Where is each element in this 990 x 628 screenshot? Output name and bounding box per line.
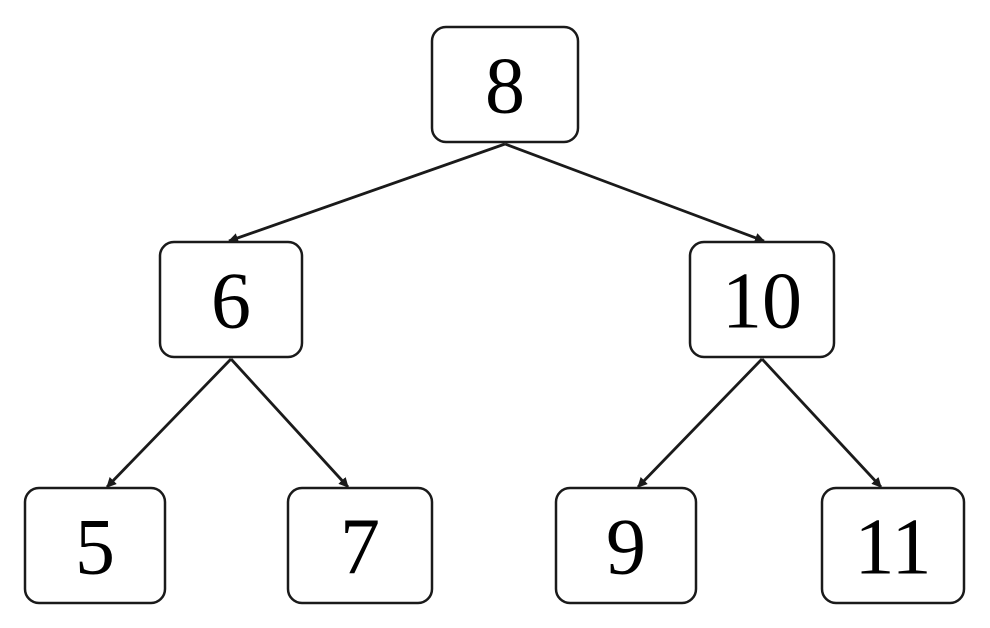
- node-box: [286, 486, 434, 605]
- node-label: 5: [75, 504, 115, 592]
- node-label: 7: [340, 504, 380, 592]
- node-label: 11: [854, 504, 931, 592]
- tree-node-5: 5: [23, 486, 167, 605]
- edge-10-to-9: [636, 358, 764, 488]
- node-box: [430, 25, 580, 144]
- node-label: 8: [485, 43, 525, 131]
- node-box: [688, 240, 836, 359]
- tree-node-10: 10: [688, 240, 836, 359]
- edges-group: [105, 142, 883, 488]
- node-label: 9: [606, 504, 646, 592]
- node-box: [23, 486, 167, 605]
- edge-10-to-11: [760, 358, 883, 488]
- tree-node-8: 8: [430, 25, 580, 144]
- node-box: [554, 486, 698, 605]
- edge-8-to-6: [228, 142, 506, 243]
- node-box: [820, 486, 966, 605]
- tree-node-9: 9: [554, 486, 698, 605]
- edge-6-to-7: [229, 358, 350, 488]
- tree-node-6: 6: [158, 240, 304, 359]
- node-label: 6: [211, 258, 251, 346]
- edge-8-to-10: [504, 142, 765, 243]
- node-label: 10: [722, 258, 802, 346]
- tree-node-11: 11: [820, 486, 966, 605]
- edge-6-to-5: [105, 358, 233, 488]
- node-box: [158, 240, 304, 359]
- tree-node-7: 7: [286, 486, 434, 605]
